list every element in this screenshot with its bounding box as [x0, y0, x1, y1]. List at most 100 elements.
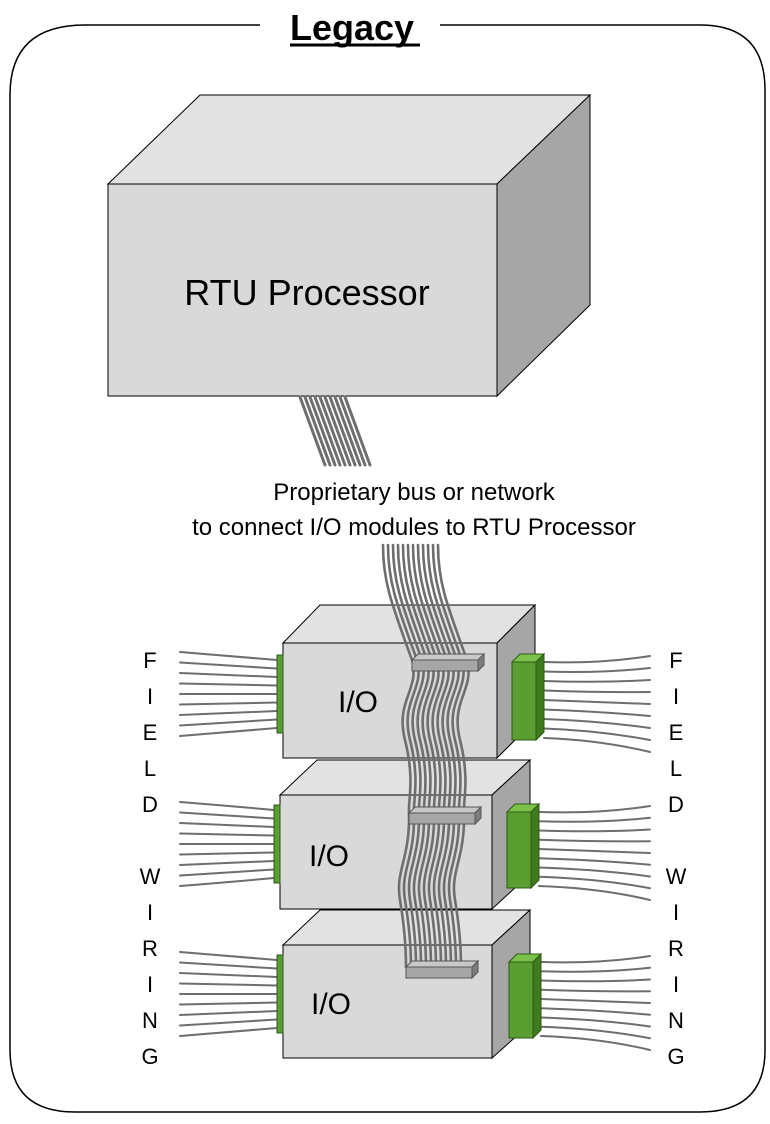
bus-wire — [333, 395, 362, 467]
bus-wire — [308, 395, 337, 467]
field-wire-right — [540, 1035, 651, 1051]
field-wiring-letter: I — [673, 684, 679, 709]
ribbon-wire — [431, 543, 465, 969]
field-wiring-letter: E — [143, 720, 158, 745]
field-wire-right — [543, 689, 651, 694]
diagram-title: Legacy — [290, 7, 414, 48]
field-wiring-letter: W — [140, 864, 161, 889]
ribbon-wire — [381, 543, 415, 969]
field-wiring-letter: I — [673, 900, 679, 925]
right-terminal-3 — [507, 952, 543, 1040]
ribbon-wire — [426, 543, 460, 969]
field-wire-left — [179, 1010, 278, 1016]
field-wire-left — [179, 811, 275, 820]
field-wire-right — [538, 816, 651, 823]
field-wire-right — [540, 1016, 651, 1028]
field-wire-left — [179, 961, 278, 970]
ribbon-wire — [411, 543, 445, 969]
field-wire-right — [543, 679, 651, 683]
ribbon-wire — [416, 543, 450, 969]
ribbon-wire — [396, 543, 430, 969]
ribbon-wire — [391, 543, 425, 969]
field-wire-right — [540, 1007, 651, 1016]
field-wire-left — [179, 860, 275, 866]
field-wire-left — [179, 727, 278, 737]
field-wire-right — [540, 988, 651, 993]
bus-wire — [328, 395, 357, 467]
field-wire-left — [179, 651, 278, 661]
field-wire-left — [179, 1001, 278, 1006]
field-wire-left — [179, 672, 278, 678]
bus-wire — [313, 395, 342, 467]
field-wire-right — [540, 998, 651, 1004]
bus-caption-line-1: Proprietary bus or network — [273, 479, 555, 506]
ribbon-wire — [406, 543, 440, 969]
field-wire-right — [538, 866, 651, 878]
field-wiring-letter: W — [666, 864, 687, 889]
field-wiring-letter: R — [142, 936, 158, 961]
left-terminal-3 — [276, 954, 284, 1034]
field-wiring-letter: I — [147, 900, 153, 925]
field-wire-right — [540, 955, 651, 964]
processor-front-face — [107, 183, 498, 397]
field-wire-right — [540, 978, 651, 983]
field-wire-right — [540, 1025, 651, 1040]
right-terminal-1 — [510, 652, 546, 742]
ribbon-connector-3 — [404, 959, 480, 980]
field-wire-right — [543, 699, 651, 705]
field-wiring-letter: D — [142, 792, 158, 817]
ribbon-wire — [386, 543, 420, 969]
io-module-3: I/O — [281, 908, 532, 1060]
ribbon-bus-cable — [381, 543, 470, 969]
field-wiring-letter: L — [670, 756, 682, 781]
field-wire-left — [179, 951, 278, 961]
field-wire-right — [538, 805, 651, 814]
rtu-processor-box: RTU Processor — [106, 93, 592, 398]
field-wire-left — [179, 877, 275, 887]
field-wire-right — [540, 966, 651, 973]
io-module-2-top — [278, 759, 532, 796]
field-wire-right — [538, 828, 651, 833]
field-wiring-letter: N — [142, 1008, 158, 1033]
field-wiring-letter: D — [668, 792, 684, 817]
field-wire-left — [179, 701, 278, 706]
field-wire-left — [179, 832, 275, 837]
bus-wire — [338, 395, 367, 467]
field-wire-left — [179, 710, 278, 716]
field-wiring-letter: I — [147, 972, 153, 997]
field-wire-left — [179, 1027, 278, 1037]
field-wire-left — [179, 982, 278, 987]
ribbon-wire — [401, 543, 435, 969]
outer-frame — [9, 24, 766, 1113]
field-wiring-letter: G — [141, 1044, 158, 1069]
ribbon-connector-1 — [410, 652, 486, 673]
processor-cable-bundle — [298, 395, 372, 467]
field-wire-right — [543, 655, 651, 664]
field-wire-left — [179, 682, 278, 687]
field-wiring-letter: R — [668, 936, 684, 961]
field-wire-right — [543, 727, 651, 741]
field-wire-left — [179, 868, 275, 877]
field-wiring-letter: I — [147, 684, 153, 709]
field-wire-left — [179, 661, 278, 670]
field-wire-right — [538, 885, 651, 901]
io-module-1-label: I/O — [338, 686, 378, 719]
field-wire-left — [179, 801, 275, 811]
field-wire-right — [538, 848, 651, 854]
field-wiring-letter: I — [673, 972, 679, 997]
field-wire-right — [543, 737, 651, 753]
field-wire-left — [179, 851, 275, 856]
field-wiring-letter: E — [669, 720, 684, 745]
field-wire-left — [179, 822, 275, 828]
right-terminal-2 — [505, 802, 541, 890]
processor-label: RTU Processor — [184, 272, 429, 313]
field-wiring-lines — [179, 651, 651, 1051]
field-wire-left — [179, 1018, 278, 1027]
field-wire-right — [538, 838, 651, 843]
field-wiring-letter: L — [144, 756, 156, 781]
ribbon-wire — [421, 543, 455, 969]
field-wiring-letter: G — [667, 1044, 684, 1069]
field-wiring-letter: F — [669, 648, 682, 673]
